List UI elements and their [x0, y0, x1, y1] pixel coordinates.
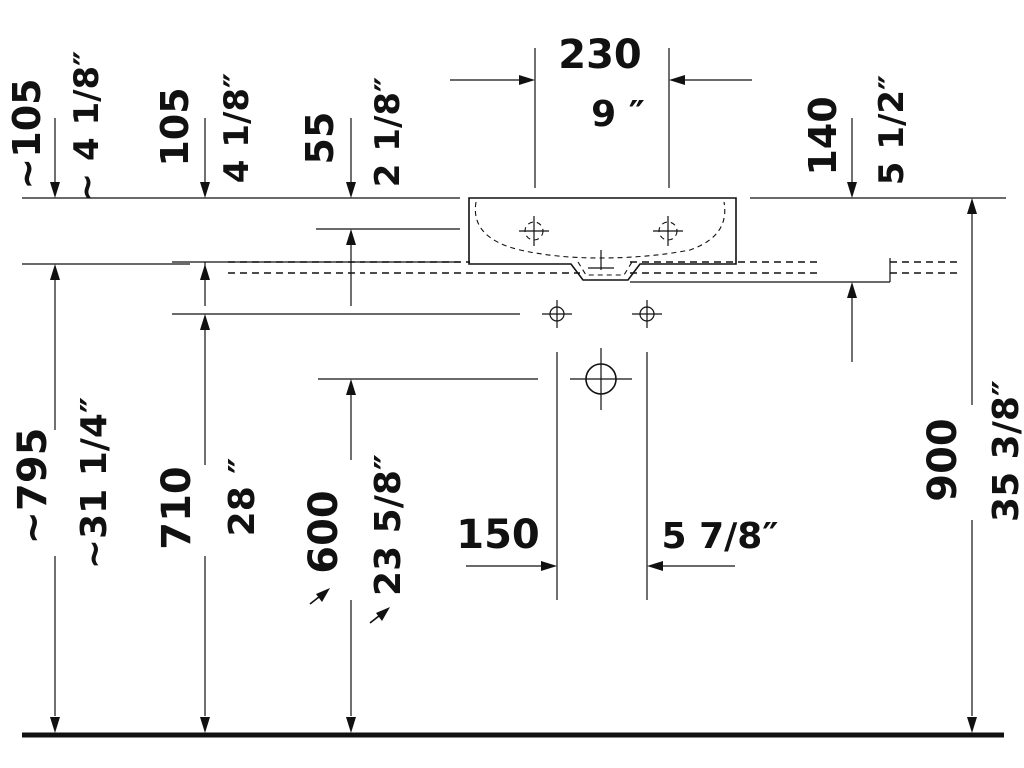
height-600-in-label: 23 5/8″ [368, 454, 409, 596]
overflow-left-in-label: ~ 4 1/8″ [67, 51, 107, 202]
supply-connection-left-symbol [542, 300, 572, 328]
bowl-width-in-label: 9 ″ [591, 94, 645, 135]
rim-left-mm-label: 105 [153, 87, 197, 166]
basin-outline [468, 197, 737, 281]
tap-hole-left-symbol [519, 216, 549, 246]
rim-mid-mm-label: 55 [298, 112, 342, 165]
wall-dashed-lines [228, 258, 960, 282]
dimension-labels: 230 9 ″ ~105 ~ 4 1/8″ 105 4 1/8″ 55 2 1/… [5, 32, 1024, 596]
arrowheads [50, 75, 977, 733]
reference-lines [22, 48, 1006, 600]
spacing-mm-label: 150 [456, 512, 540, 558]
height-mid-in-label: 28 ″ [222, 458, 263, 537]
height-total-right-mm-label: 900 [920, 418, 966, 502]
rim-right-mm-label: 140 [801, 96, 845, 175]
rim-left-in-label: 4 1/8″ [217, 73, 257, 183]
tap-hole-right-symbol [653, 216, 683, 246]
bowl-width-mm-label: 230 [558, 32, 642, 78]
rim-right-in-label: 5 1/2″ [872, 75, 912, 185]
rim-mid-in-label: 2 1/8″ [368, 77, 408, 187]
supply-connection-right-symbol [632, 300, 662, 328]
dimension-lines [54, 79, 973, 716]
height-total-right-in-label: 35 3/8″ [986, 380, 1024, 522]
height-600-mm-label: 600 [301, 490, 347, 574]
height-total-left-mm-label: ~795 [10, 427, 56, 544]
height-total-left-in-label: ~31 1/4″ [74, 397, 115, 569]
drain-connection-symbol [570, 348, 632, 410]
spacing-in-label: 5 7/8″ [662, 516, 779, 557]
overflow-left-mm-label: ~105 [5, 78, 49, 189]
height-mid-mm-label: 710 [154, 466, 200, 550]
